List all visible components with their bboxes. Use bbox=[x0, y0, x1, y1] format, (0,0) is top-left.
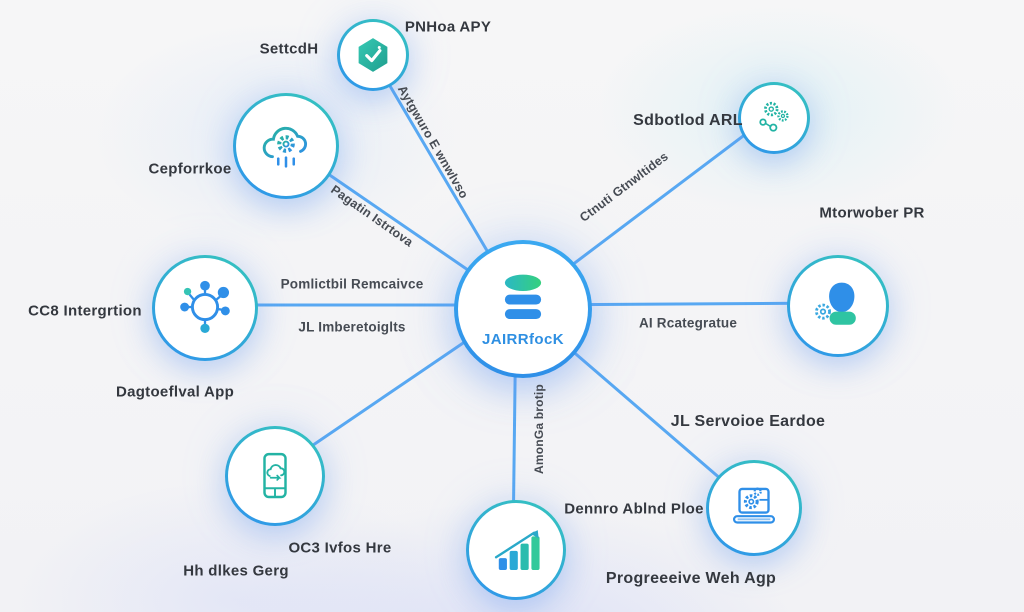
hexagon-check-icon bbox=[358, 38, 388, 72]
cloud-gear-icon bbox=[262, 126, 308, 168]
edge-label-ai-rcategratue: AI Rcategratue bbox=[638, 315, 738, 331]
person-node bbox=[787, 255, 889, 357]
label-progreeeive-weh-agp: Progreeeive Weh Agp bbox=[605, 570, 777, 587]
label-settcdh: SettcdH bbox=[259, 40, 319, 58]
edge-label-jl-imberetoiglts: JL Imberetoiglts bbox=[298, 319, 406, 335]
bar-chart-growth-icon bbox=[494, 530, 540, 570]
label-dennro-ablnd-ploe: Dennro Ablnd Ploe bbox=[564, 500, 704, 518]
label-dagtoeflval-app: Dagtoeflval App bbox=[115, 383, 235, 401]
label-jl-servoioe-eardoe: JL Servoioe Eardoe bbox=[670, 413, 826, 430]
label-sdbotlod-arl: Sdbotlod ARL bbox=[633, 112, 743, 129]
label-cc8-intergrtion: CC8 Intergrtion bbox=[28, 302, 142, 320]
network-nodes-icon bbox=[180, 280, 230, 333]
label-cepforrkoe: Cepforrkoe bbox=[148, 160, 232, 178]
central-node-label: JAIRRfocK bbox=[482, 330, 564, 348]
chart-node bbox=[466, 500, 566, 600]
gears-node bbox=[738, 82, 810, 154]
edge-label-pomlictbil-remcaivce: Pomlictbil Remcaivce bbox=[280, 276, 424, 292]
phone-node bbox=[225, 426, 325, 526]
laptop-gear-icon bbox=[732, 487, 776, 524]
hexagon-node bbox=[337, 19, 409, 91]
laptop-node bbox=[706, 460, 802, 556]
network-node bbox=[152, 255, 258, 361]
phone-sync-icon bbox=[263, 452, 287, 499]
database-icon bbox=[504, 274, 542, 319]
gears-cluster-icon bbox=[759, 101, 789, 132]
label-hh-dlkes-gerg: Hh dlkes Gerg bbox=[183, 562, 289, 580]
edge-label-amonga-brotip: AmonGa brotip bbox=[532, 384, 546, 474]
label-oc3-ivfos-hre: OC3 Ivfos Hre bbox=[288, 539, 392, 557]
central-node: JAIRRfocK bbox=[454, 240, 592, 378]
cloud-node bbox=[233, 93, 339, 199]
person-gear-icon bbox=[815, 282, 856, 325]
label-mtorwober-pr: Mtorwober PR bbox=[819, 204, 925, 222]
label-pnhoa-apy: PNHoa APY bbox=[404, 18, 492, 36]
